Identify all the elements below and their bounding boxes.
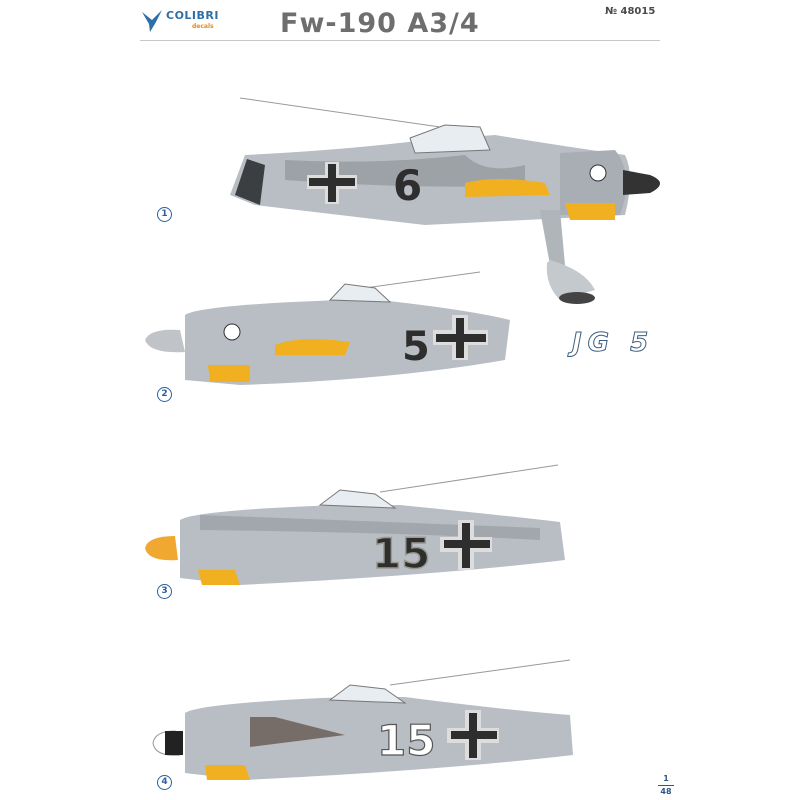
aircraft-code-2: 5 [402,324,430,370]
page-title: Fw-190 A3/4 [280,8,480,39]
profile-marker-3: 3 [157,584,172,599]
brand-name: COLIBRI [166,9,219,22]
aircraft-code-4: 15 [377,716,435,765]
profile-marker-1: 1 [157,207,172,222]
profile-marker-2: 2 [157,387,172,402]
aircraft-profile-4: 15 [152,659,573,780]
colibri-logo: COLIBRI decals [140,6,240,38]
scale-fraction-bar [658,785,674,786]
brand-subtitle: decals [192,23,214,30]
scale-indicator: 1 48 [658,774,674,797]
aircraft-profile-1: 6 [230,97,660,304]
hummingbird-icon [142,10,162,32]
aircraft-code-1: 6 [393,161,422,210]
aircraft-code-3: 15 [372,529,430,578]
unit-label: JG 5 [571,328,655,359]
scale-denominator: 48 [660,787,672,796]
profile-marker-4: 4 [157,775,172,790]
aircraft-profile-3: 15 [145,464,565,585]
catalog-number: № 48015 [605,6,656,17]
scale-numerator: 1 [663,774,669,783]
header-divider [140,40,660,41]
aircraft-profile-2: 5 [145,271,510,385]
